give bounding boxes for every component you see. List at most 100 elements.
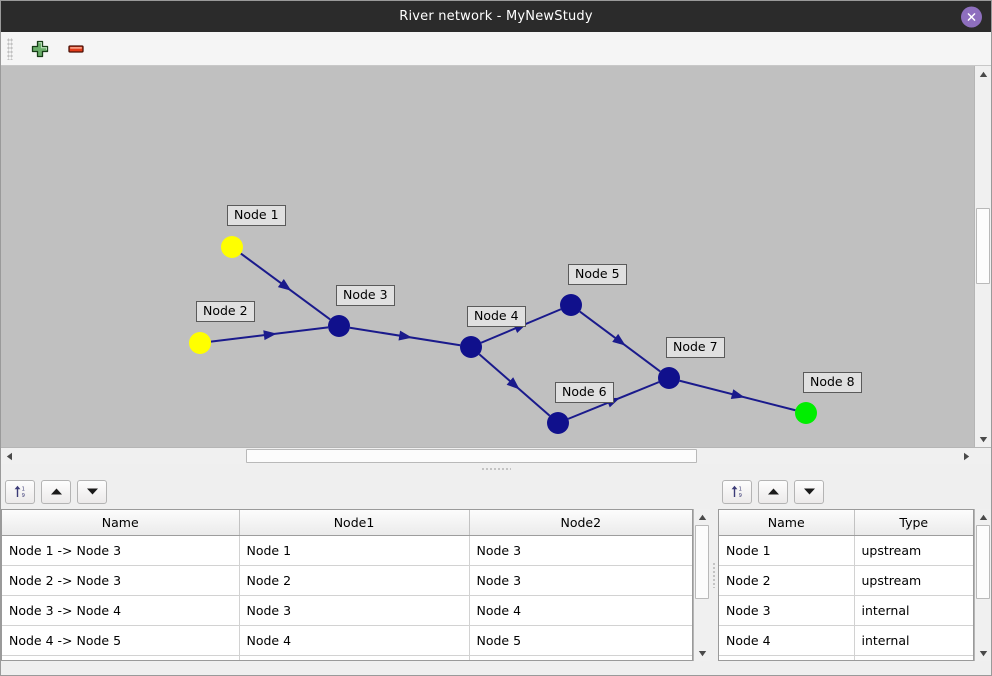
reaches-scroll-up-button[interactable] — [694, 509, 711, 525]
column-header-name[interactable]: Name — [719, 510, 855, 536]
splitter-grip — [481, 467, 511, 471]
graph-node[interactable] — [328, 315, 350, 337]
table-cell[interactable]: Node 2 -> Node 3 — [2, 565, 240, 596]
table-cell[interactable]: Node 2 — [239, 565, 470, 596]
table-cell[interactable]: internal — [854, 595, 973, 626]
scroll-up-button[interactable] — [975, 66, 991, 82]
graph-node-label[interactable]: Node 7 — [666, 337, 725, 358]
reaches-vscroll-track[interactable] — [694, 525, 711, 645]
graph-node-label[interactable]: Node 8 — [803, 372, 862, 393]
reaches-vscroll-thumb[interactable] — [695, 525, 710, 600]
table-cell[interactable]: Node 1 — [239, 535, 470, 566]
nodes-vertical-scrollbar[interactable] — [974, 509, 991, 661]
table-cell[interactable]: Node 4 — [719, 625, 855, 656]
panel-splitter[interactable] — [1, 464, 991, 474]
graph-node-label[interactable]: Node 4 — [467, 306, 526, 327]
graph-node-label[interactable]: Node 5 — [568, 264, 627, 285]
nodes-vscroll-track[interactable] — [975, 525, 991, 645]
graph-node[interactable] — [658, 367, 680, 389]
close-button[interactable] — [961, 6, 982, 27]
graph-node[interactable] — [795, 402, 817, 424]
table-cell[interactable] — [469, 655, 693, 660]
graph-node[interactable] — [547, 412, 569, 434]
table-cell[interactable]: Node 3 — [469, 565, 693, 596]
triangle-right-icon — [963, 452, 969, 460]
graph-vscroll-track[interactable] — [975, 82, 991, 431]
scroll-left-button[interactable] — [1, 448, 17, 464]
table-cell[interactable]: Node 3 -> Node 4 — [2, 595, 240, 626]
sort-ascending-icon: 1 9 — [731, 485, 741, 499]
column-header-name[interactable]: Name — [2, 510, 240, 536]
graph-node-label[interactable]: Node 2 — [196, 301, 255, 322]
table-cell[interactable]: Node 4 -> Node 5 — [2, 625, 240, 656]
table-cell[interactable] — [719, 655, 855, 660]
nodes-move-up-button[interactable] — [758, 479, 788, 504]
nodes-sort-button[interactable]: 1 9 — [722, 479, 752, 504]
table-cell[interactable] — [239, 655, 470, 660]
reaches-scroll-down-button[interactable] — [694, 645, 711, 661]
svg-text:9: 9 — [21, 493, 24, 499]
table-row[interactable] — [719, 655, 973, 660]
nodes-scroll-up-button[interactable] — [975, 509, 991, 525]
reaches-move-down-button[interactable] — [77, 479, 107, 504]
graph-node[interactable] — [460, 336, 482, 358]
toolbar-grip[interactable] — [7, 37, 13, 60]
add-node-button[interactable] — [29, 38, 51, 60]
node-layer — [189, 236, 817, 434]
table-cell[interactable]: internal — [854, 625, 973, 656]
table-cell[interactable]: Node 4 — [239, 625, 470, 656]
table-cell[interactable] — [2, 655, 240, 660]
tables-splitter[interactable] — [710, 474, 718, 675]
table-cell[interactable]: upstream — [854, 565, 973, 596]
graph-node-label[interactable]: Node 3 — [336, 285, 395, 306]
column-header-node1[interactable]: Node1 — [239, 510, 470, 536]
graph-node[interactable] — [221, 236, 243, 258]
table-cell[interactable]: Node 1 — [719, 535, 855, 566]
nodes-scroll-down-button[interactable] — [975, 645, 991, 661]
table-cell[interactable]: Node 4 — [469, 595, 693, 626]
table-cell[interactable]: Node 2 — [719, 565, 855, 596]
graph-vscroll-thumb[interactable] — [976, 207, 990, 285]
table-cell[interactable]: Node 5 — [469, 625, 693, 656]
graph-vertical-scrollbar[interactable] — [974, 66, 991, 447]
table-cell[interactable]: Node 3 — [719, 595, 855, 626]
network-canvas[interactable]: Node 1 Node 2 Node 3 Node 4 Node 5 Node 6 Node… — [1, 66, 974, 447]
table-cell[interactable]: Node 1 -> Node 3 — [2, 535, 240, 566]
graph-node[interactable] — [189, 332, 211, 354]
reaches-sort-button[interactable]: 1 9 — [5, 479, 35, 504]
table-row[interactable] — [2, 655, 693, 660]
graph-node-label[interactable]: Node 6 — [555, 382, 614, 403]
table-cell[interactable] — [854, 655, 973, 660]
graph-node[interactable] — [560, 294, 582, 316]
reaches-move-up-button[interactable] — [41, 479, 71, 504]
scroll-right-button[interactable] — [958, 448, 974, 464]
graph-horizontal-scrollbar[interactable] — [1, 447, 991, 464]
table-cell[interactable]: upstream — [854, 535, 973, 566]
graph-node-label[interactable]: Node 1 — [227, 205, 286, 226]
scroll-down-button[interactable] — [975, 431, 991, 447]
reaches-vertical-scrollbar[interactable] — [693, 509, 711, 661]
nodes-vscroll-thumb[interactable] — [976, 525, 990, 600]
table-cell[interactable]: Node 3 — [239, 595, 470, 626]
graph-hscroll-thumb[interactable] — [245, 449, 698, 463]
column-header-type[interactable]: Type — [854, 510, 973, 536]
sort-ascending-icon: 1 9 — [14, 485, 24, 499]
column-header-node2[interactable]: Node2 — [469, 510, 693, 536]
remove-node-button[interactable] — [65, 38, 87, 60]
graph-hscroll-track[interactable] — [17, 448, 958, 464]
edge-arrow-icon — [277, 279, 292, 291]
nodes-move-down-button[interactable] — [794, 479, 824, 504]
table-cell[interactable]: Node 3 — [469, 535, 693, 566]
